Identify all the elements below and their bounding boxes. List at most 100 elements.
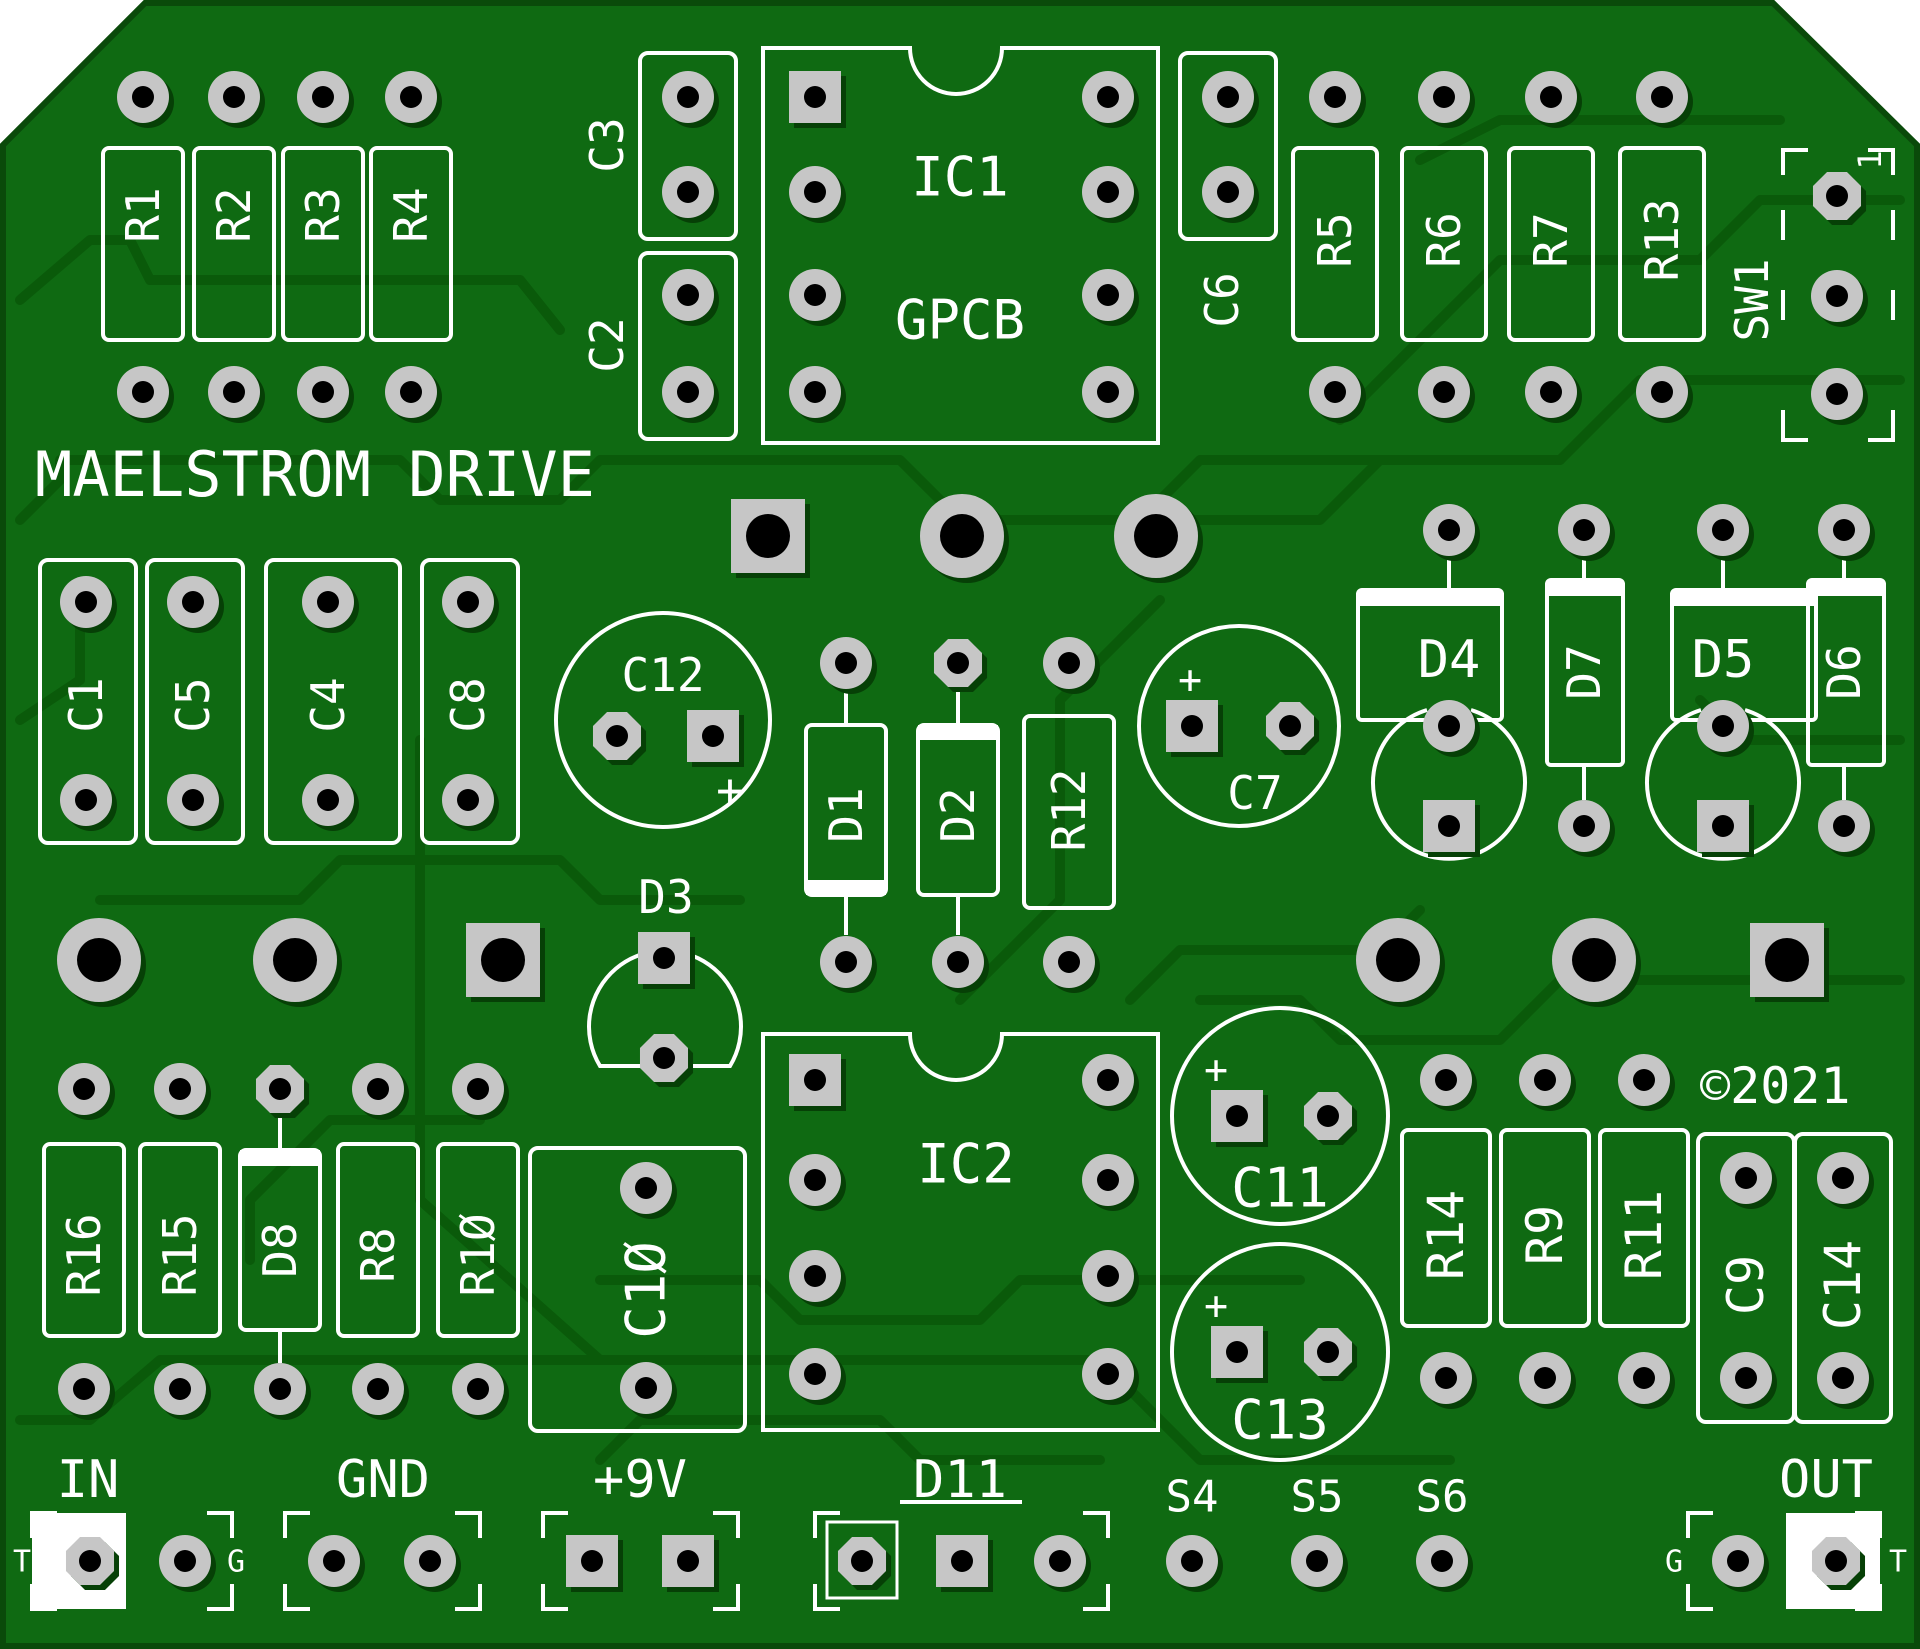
pad xyxy=(1303,1327,1358,1382)
label-c2: C2 xyxy=(580,317,634,372)
pad xyxy=(789,1348,846,1405)
pad xyxy=(1166,700,1223,757)
pad-drill xyxy=(1534,1367,1556,1389)
pad xyxy=(789,1250,846,1307)
label-s5: S5 xyxy=(1291,1472,1344,1523)
pad xyxy=(58,1363,115,1420)
pad-drill xyxy=(79,1550,101,1572)
resistor-outline-r2 xyxy=(192,146,276,342)
label-c5: C5 xyxy=(166,677,220,732)
label-r3: R3 xyxy=(296,187,350,242)
pad xyxy=(933,638,988,693)
capacitor-outline-c8 xyxy=(420,558,520,845)
resistor-outline-r8 xyxy=(336,1142,420,1338)
pad xyxy=(297,71,354,128)
pad-drill xyxy=(1735,1367,1757,1389)
resistor-outline-r16 xyxy=(42,1142,126,1338)
pad xyxy=(167,774,224,831)
label-c12-plus: + xyxy=(716,763,744,817)
label-c6: C6 xyxy=(1195,272,1249,327)
capacitor-outline-c4 xyxy=(264,558,402,845)
pad-drill xyxy=(1097,1169,1119,1191)
pad-drill xyxy=(677,381,699,403)
label-c10: C1Ø xyxy=(615,1241,678,1339)
pad-drill xyxy=(1097,284,1119,306)
label-r10: R1Ø xyxy=(451,1213,505,1296)
led-outline xyxy=(1645,708,1801,861)
pad-drill xyxy=(677,86,699,108)
pad-drill xyxy=(73,1378,95,1400)
cathode-band xyxy=(1808,580,1884,596)
pad-drill xyxy=(1651,381,1673,403)
label-r8: R8 xyxy=(351,1227,405,1282)
pad xyxy=(1034,1535,1091,1592)
pad xyxy=(297,366,354,423)
cathode-band xyxy=(240,1150,320,1166)
pad xyxy=(1817,1352,1874,1409)
ic1-outline xyxy=(761,46,1160,445)
pad-drill xyxy=(75,591,97,613)
pad-drill xyxy=(1049,1550,1071,1572)
pad xyxy=(60,774,117,831)
pad-drill xyxy=(269,1378,291,1400)
pad xyxy=(1356,918,1445,1007)
pad xyxy=(662,1535,719,1592)
resistor-outline-r9 xyxy=(1499,1128,1591,1328)
label-d2: D2 xyxy=(931,787,985,842)
pad xyxy=(1636,366,1693,423)
pad xyxy=(60,576,117,633)
pad-drill xyxy=(1833,519,1855,541)
capacitor-outline-c1 xyxy=(38,558,138,845)
pad xyxy=(1812,171,1867,226)
label-d7: D7 xyxy=(1557,644,1611,699)
pad xyxy=(1082,1054,1139,1111)
pad-drill xyxy=(1832,1367,1854,1389)
pad xyxy=(1423,800,1480,857)
cathode-band xyxy=(1547,580,1623,596)
pad xyxy=(789,1054,846,1111)
pad xyxy=(920,494,1009,583)
pad xyxy=(1697,700,1754,757)
pad xyxy=(1043,936,1100,993)
pad xyxy=(1618,1352,1675,1409)
label-r16: R16 xyxy=(57,1213,111,1296)
pad-drill xyxy=(1540,381,1562,403)
pad xyxy=(159,1535,216,1592)
pad xyxy=(1420,1054,1477,1111)
pad xyxy=(1720,1352,1777,1409)
pad-drill xyxy=(1097,1069,1119,1091)
in-connector-outline xyxy=(30,1511,234,1611)
resistor-outline-r11 xyxy=(1598,1128,1690,1328)
pad xyxy=(1202,71,1259,128)
label-r5: R5 xyxy=(1308,212,1362,267)
resistor-outline-r10 xyxy=(436,1142,520,1338)
pad xyxy=(208,366,265,423)
pad-drill xyxy=(1433,381,1455,403)
pot-drill xyxy=(77,938,121,982)
pad xyxy=(452,1363,509,1420)
pad-drill xyxy=(1633,1069,1655,1091)
pad xyxy=(302,774,359,831)
pad xyxy=(1082,1250,1139,1307)
resistor-outline-r3 xyxy=(281,146,365,342)
pad-drill xyxy=(804,86,826,108)
pad xyxy=(1697,800,1754,857)
pad xyxy=(1525,366,1582,423)
pad-drill xyxy=(323,1550,345,1572)
pad-drill xyxy=(1825,1550,1847,1572)
pad xyxy=(662,166,719,223)
pad-drill xyxy=(1181,1550,1203,1572)
label-gpcb: GPCB xyxy=(895,289,1025,352)
resistor-outline-r4 xyxy=(369,146,453,342)
pad-drill xyxy=(653,1047,675,1069)
pad-drill xyxy=(317,789,339,811)
capacitor-outline-c6 xyxy=(1178,51,1278,241)
pad xyxy=(1202,166,1259,223)
pad-drill xyxy=(467,1378,489,1400)
pad-drill xyxy=(947,951,969,973)
label-d4: D4 xyxy=(1418,630,1481,690)
pad-drill xyxy=(1435,1069,1457,1091)
pad xyxy=(154,1363,211,1420)
